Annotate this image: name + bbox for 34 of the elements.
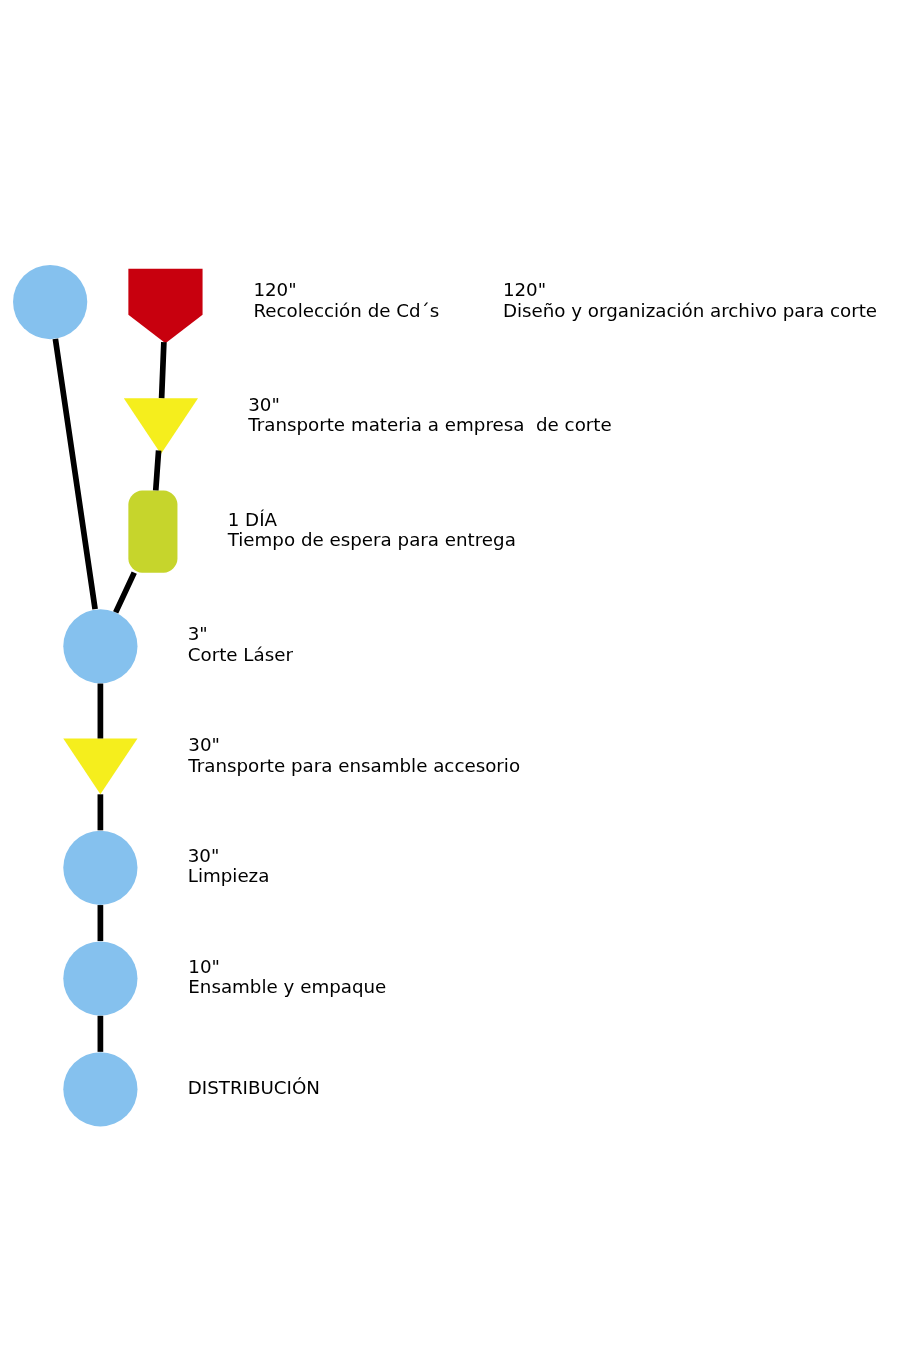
node-label: Diseño y organización archivo para corte — [502, 299, 878, 321]
node-label: Ensamble y empaque — [188, 976, 387, 998]
connector — [97, 683, 104, 739]
node-arrow — [123, 398, 198, 454]
node-label: 1 DÍA — [227, 508, 278, 530]
connector — [97, 1015, 104, 1052]
node-label: DISTRIBUCIÓN — [187, 1076, 320, 1098]
node-label: 120" — [253, 279, 297, 301]
node-label: Recolección de Cd´s — [253, 299, 440, 321]
connector — [158, 342, 167, 399]
node-circle — [63, 941, 138, 1016]
connector — [113, 571, 137, 614]
node-label: 30" — [248, 393, 280, 415]
connector — [152, 450, 162, 491]
connector — [97, 794, 104, 831]
node-arrow — [63, 738, 138, 795]
node-circle — [63, 1052, 138, 1127]
connector — [52, 338, 98, 610]
connector — [97, 905, 104, 942]
node-pentagon — [128, 268, 203, 344]
node-circle — [63, 830, 138, 905]
node-semicircle — [128, 490, 178, 573]
node-label: Transporte para ensamble accesorio — [188, 754, 521, 776]
node-label: Limpieza — [187, 865, 270, 887]
node-circle — [63, 609, 138, 684]
node-label: Corte Láser — [187, 643, 293, 665]
node-label: 3" — [187, 623, 208, 645]
node-circle — [13, 264, 88, 340]
node-label: Tiempo de espera para entrega — [227, 529, 516, 551]
node-label: 30" — [187, 844, 220, 866]
node-label: Transporte materia a empresa de corte — [248, 414, 612, 436]
node-label: 10" — [188, 955, 220, 977]
node-label: 120" — [502, 279, 547, 301]
node-label: 30" — [188, 734, 220, 756]
